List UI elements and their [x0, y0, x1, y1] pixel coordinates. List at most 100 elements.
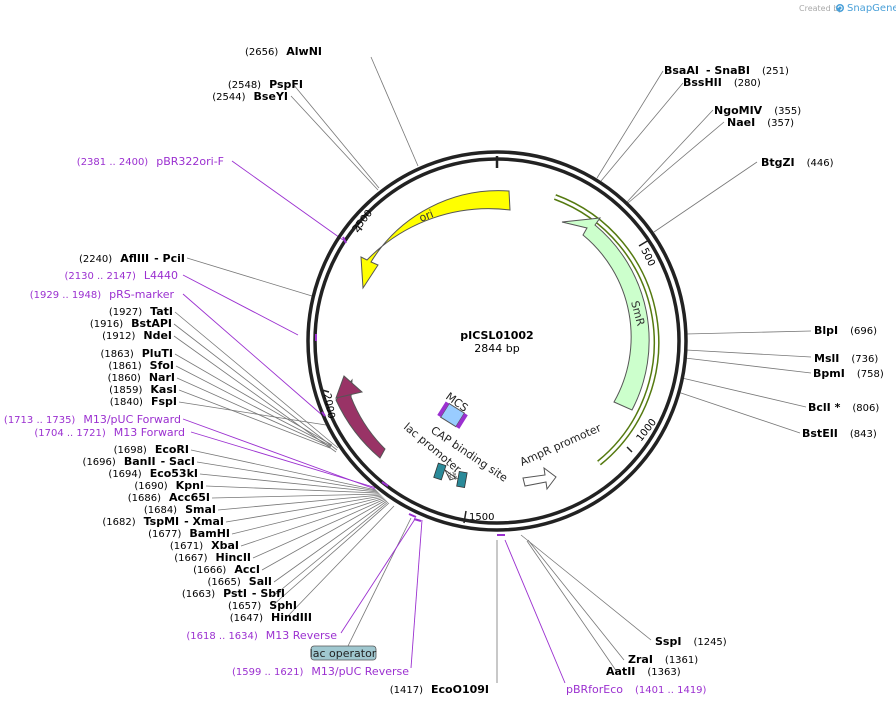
- watermark-prefix: Created by: [799, 4, 843, 13]
- primer-label[interactable]: (1929 .. 1948)pRS-marker: [30, 288, 175, 301]
- enzyme-position: (1686)Acc65I: [128, 491, 210, 504]
- enzyme-name[interactable]: AccI: [234, 563, 260, 576]
- enzyme-position: (1647)HindIII: [230, 611, 312, 624]
- primer-label[interactable]: (1618 .. 1634)M13 Reverse: [186, 629, 337, 642]
- enzyme-name[interactable]: AlwNI: [286, 45, 322, 58]
- lac-operator-label: lac operator: [310, 647, 377, 660]
- enzyme-position: BssHII(280): [683, 76, 761, 89]
- enzyme-name[interactable]: BanII: [124, 455, 156, 468]
- enzyme-position: BtgZI(446): [761, 156, 834, 169]
- enzyme-name[interactable]: BsaAI: [664, 64, 699, 77]
- enzyme-name[interactable]: EcoRI: [155, 443, 189, 456]
- enzyme-position: (1667)HincII: [174, 551, 251, 564]
- primer-label[interactable]: (2381 .. 2400)pBR322ori-F: [77, 155, 224, 168]
- smr-feature-label: SmR: [628, 299, 647, 327]
- primer-label[interactable]: (2130 .. 2147)L4440: [64, 269, 178, 282]
- enzyme-position: AatII(1363): [606, 665, 681, 678]
- enzyme-position: BsaAI- SnaBI(251): [664, 64, 789, 77]
- tick-label-2500: 2500: [351, 208, 375, 235]
- enzyme-name[interactable]: BseYI: [254, 90, 288, 103]
- enzyme-position: SspI(1245): [655, 635, 727, 648]
- enzyme-position: (1677)BamHI: [148, 527, 230, 540]
- backbone-outer-strand: [306, 150, 688, 532]
- lac-promoter-boxes[interactable]: [433, 462, 468, 489]
- enzyme-position: (1684)SmaI: [144, 503, 216, 516]
- enzyme-position: (1690)KpnI: [134, 479, 204, 492]
- enzyme-name[interactable]: PstI: [223, 587, 247, 600]
- enzyme-name[interactable]: NgoMIV: [714, 104, 763, 117]
- enzyme-name[interactable]: BclI *: [808, 401, 841, 414]
- enzyme-position: (2548)PspFI: [228, 78, 303, 91]
- enzyme-position: (1861)SfoI: [108, 359, 174, 372]
- enzyme-position: (2240)AflIII- PciI: [79, 252, 185, 265]
- mcs-feature[interactable]: [437, 401, 468, 429]
- enzyme-name[interactable]: AatII: [606, 665, 635, 678]
- ampr-promoter-label: AmpR promoter: [518, 421, 604, 469]
- enzyme-name[interactable]: BamHI: [189, 527, 230, 540]
- enzyme-position: (1682)TspMI- XmaI: [102, 515, 224, 528]
- ori-feature-arrow[interactable]: [360, 190, 511, 290]
- enzyme-name[interactable]: MslI: [814, 352, 839, 365]
- primer-label[interactable]: (1704 .. 1721)M13 Forward: [34, 426, 185, 439]
- enzyme-name[interactable]: KpnI: [176, 479, 204, 492]
- enzyme-name[interactable]: NarI: [149, 371, 175, 384]
- enzyme-name[interactable]: BstEII: [802, 427, 838, 440]
- enzyme-name[interactable]: SalI: [249, 575, 272, 588]
- enzyme-name[interactable]: HincII: [215, 551, 251, 564]
- lac-tiny-label-a: lac: [445, 472, 454, 481]
- enzyme-position: (1696)BanII- SacI: [83, 455, 195, 468]
- enzyme-position: (1666)AccI: [193, 563, 260, 576]
- enzyme-name[interactable]: FspI: [151, 395, 177, 408]
- watermark-brand: SnapGene: [847, 3, 896, 14]
- enzyme-name[interactable]: Eco53kI: [150, 467, 198, 480]
- enzyme-name[interactable]: Acc65I: [169, 491, 210, 504]
- enzyme-name[interactable]: PluTI: [142, 347, 173, 360]
- enzyme-name[interactable]: SphI: [269, 599, 297, 612]
- plasmid-name: pICSL01002: [460, 329, 533, 342]
- enzyme-position: (1694)Eco53kI: [108, 467, 198, 480]
- lacza-feature-arrow[interactable]: [335, 378, 386, 459]
- enzyme-name[interactable]: NaeI: [727, 116, 755, 129]
- enzyme-name[interactable]: BpmI: [813, 367, 845, 380]
- enzyme-position: (2656)AlwNI: [245, 45, 322, 58]
- enzyme-position: BclI *(806): [808, 401, 879, 414]
- enzyme-name[interactable]: AflIII: [120, 252, 149, 265]
- enzyme-leaders: [173, 56, 812, 683]
- enzyme-name[interactable]: TspMI: [144, 515, 180, 528]
- primer-label[interactable]: (1713 .. 1735)M13/pUC Forward: [4, 413, 181, 426]
- primer-binding-marks: [315, 236, 505, 536]
- tick-label-2000: 2000: [321, 393, 336, 420]
- enzyme-position: (1671)XbaI: [170, 539, 239, 552]
- enzyme-name[interactable]: NdeI: [143, 329, 172, 342]
- primer-label[interactable]: (1599 .. 1621)M13/pUC Reverse: [232, 665, 409, 678]
- enzyme-position: (1840)FspI: [110, 395, 177, 408]
- primer-label[interactable]: pBRforEco(1401 .. 1419): [566, 683, 707, 696]
- enzyme-name[interactable]: PspFI: [269, 78, 303, 91]
- enzyme-name[interactable]: BstAPI: [131, 317, 172, 330]
- lac-operator-box[interactable]: [310, 645, 377, 661]
- ampr-promoter-arrow[interactable]: [522, 466, 557, 491]
- enzyme-name[interactable]: ZraI: [628, 653, 653, 666]
- enzyme-name[interactable]: TatI: [150, 305, 173, 318]
- enzyme-name[interactable]: SmaI: [185, 503, 216, 516]
- enzyme-name[interactable]: XbaI: [211, 539, 239, 552]
- lac-tiny-label-b: lacI: [450, 471, 459, 481]
- enzyme-name[interactable]: KasI: [150, 383, 177, 396]
- primer-leaders: [182, 160, 566, 684]
- enzyme-position: NaeI(357): [727, 116, 794, 129]
- enzyme-position: BstEII(843): [802, 427, 877, 440]
- enzyme-position: (1663)PstI- SbfI: [182, 587, 285, 600]
- enzyme-position: BlpI(696): [814, 324, 877, 337]
- enzyme-name[interactable]: BssHII: [683, 76, 722, 89]
- enzyme-name[interactable]: BtgZI: [761, 156, 795, 169]
- enzyme-name[interactable]: EcoO109I: [431, 683, 489, 696]
- enzyme-name[interactable]: HindIII: [271, 611, 312, 624]
- enzyme-name[interactable]: BlpI: [814, 324, 838, 337]
- enzyme-position: (1417)EcoO109I: [390, 683, 489, 696]
- enzyme-position: (1859)KasI: [109, 383, 177, 396]
- enzyme-position: NgoMIV(355): [714, 104, 801, 117]
- enzyme-name[interactable]: SspI: [655, 635, 681, 648]
- smr-feature-arrow[interactable]: [561, 217, 650, 411]
- enzyme-name[interactable]: SfoI: [150, 359, 174, 372]
